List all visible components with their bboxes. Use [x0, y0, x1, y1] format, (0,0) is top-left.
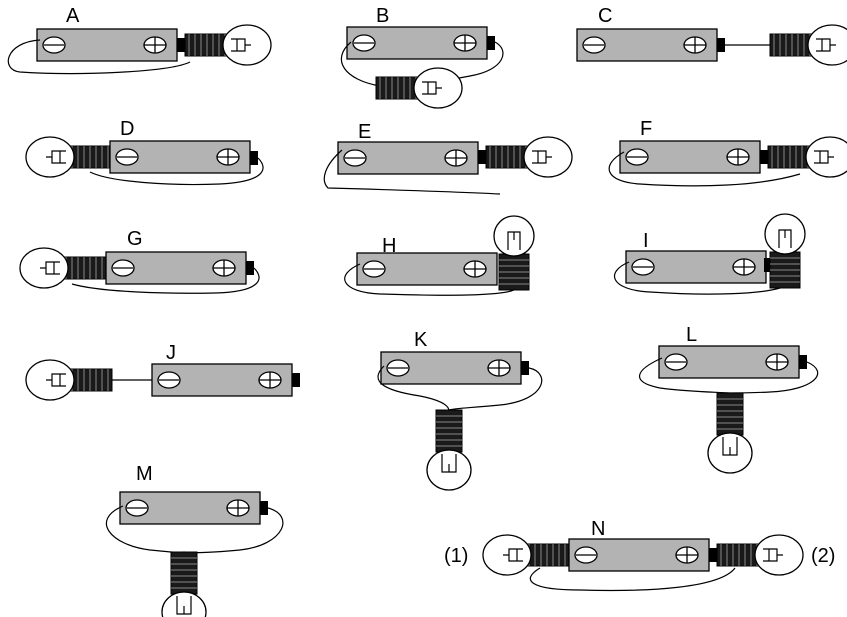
circuit-j: J	[25, 342, 300, 401]
label-d: D	[120, 118, 134, 140]
circuit-i: I	[613, 213, 806, 295]
bulb-n-1	[482, 534, 570, 576]
terminal-j	[292, 373, 300, 387]
circuit-d: D	[25, 118, 264, 186]
wire-f	[608, 151, 801, 187]
terminal-l	[799, 355, 807, 369]
battery-f	[619, 140, 761, 174]
wire-l-1	[639, 357, 731, 394]
circuit-f: F	[608, 118, 847, 187]
bulb-f	[767, 136, 847, 178]
label-n-2: (2)	[811, 545, 835, 567]
wire-a	[7, 39, 191, 75]
wire-g	[71, 267, 260, 294]
label-j: J	[166, 342, 176, 364]
circuit-c: C	[576, 5, 847, 66]
circuit-l: L	[639, 324, 819, 474]
bulb-m	[161, 551, 207, 617]
label-f: F	[640, 118, 652, 140]
label-n: N	[591, 518, 605, 540]
circuit-e: E	[323, 121, 573, 195]
bulb-i	[764, 213, 806, 289]
terminal-b	[487, 36, 495, 50]
terminal-m	[260, 501, 268, 515]
terminal-f	[760, 150, 768, 164]
battery-b	[346, 26, 488, 60]
terminal-i	[764, 258, 772, 272]
battery-a	[36, 28, 178, 62]
battery-m	[119, 491, 261, 525]
circuit-h: H	[344, 215, 535, 296]
label-e: E	[358, 121, 371, 143]
wire-i	[613, 261, 781, 295]
wire-e	[323, 149, 501, 195]
circuit-m: M	[105, 463, 284, 617]
bulb-e	[485, 136, 573, 178]
circuit-k: K	[377, 329, 543, 491]
label-k: K	[414, 329, 428, 351]
wire-k-1	[377, 365, 450, 411]
bulb-n-2	[716, 534, 804, 576]
battery-d	[109, 140, 251, 174]
terminal-a	[177, 38, 185, 52]
battery-i	[625, 250, 767, 284]
bulb-l	[707, 392, 753, 474]
label-i: I	[643, 230, 649, 252]
circuit-b: B	[340, 5, 504, 109]
label-g: G	[127, 228, 143, 250]
label-c: C	[598, 5, 612, 27]
wire-h	[344, 263, 515, 296]
bulb-g	[19, 247, 107, 289]
terminal-c	[717, 38, 725, 52]
wire-k-2	[448, 367, 543, 411]
label-l: L	[686, 324, 697, 346]
circuit-g: G	[19, 228, 260, 294]
circuit-a: A	[7, 5, 272, 75]
battery-l	[658, 345, 800, 379]
battery-c	[576, 28, 718, 62]
terminal-k	[521, 361, 529, 375]
battery-k	[380, 351, 522, 385]
wire-n	[529, 567, 736, 592]
battery-n	[568, 538, 710, 572]
bulb-h	[493, 215, 535, 291]
wire-b-1	[340, 41, 381, 87]
battery-j	[151, 363, 293, 397]
label-m: M	[136, 463, 153, 485]
bulb-c	[769, 24, 847, 66]
battery-e	[337, 141, 479, 175]
terminal-n	[709, 548, 717, 562]
label-a: A	[66, 5, 80, 27]
bulb-a	[184, 24, 272, 66]
wire-d	[89, 157, 264, 186]
terminal-g	[246, 261, 254, 275]
label-b: B	[376, 5, 389, 27]
battery-g	[105, 251, 247, 285]
terminal-d	[250, 151, 258, 165]
bulb-j	[25, 359, 113, 401]
bulb-k	[426, 409, 472, 491]
terminal-e	[478, 150, 486, 164]
bulb-d	[25, 136, 113, 178]
label-h: H	[382, 235, 396, 257]
circuit-n: N (1) (2)	[444, 518, 835, 592]
label-n-1: (1)	[444, 545, 468, 567]
battery-h	[356, 252, 498, 286]
bulb-b	[375, 67, 463, 109]
